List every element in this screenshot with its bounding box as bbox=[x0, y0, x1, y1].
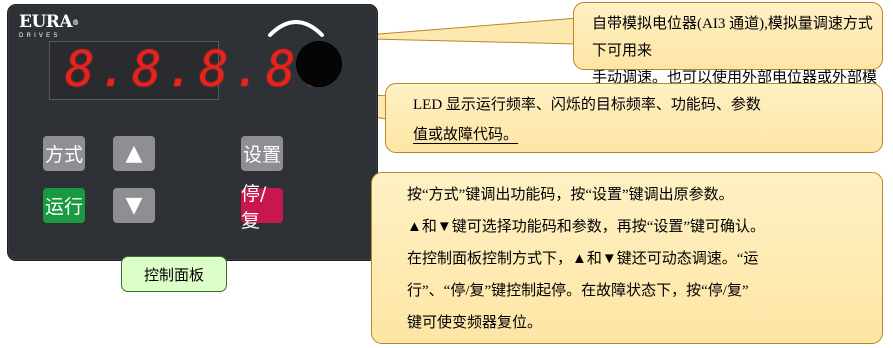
led-callout-line: LED 显示运行频率、闪烁的目标频率、功能码、参数 bbox=[413, 97, 761, 113]
logo-text: EURA bbox=[19, 12, 73, 32]
eura-logo: EURA® DRIVES bbox=[19, 14, 79, 40]
potentiometer-knob[interactable] bbox=[297, 42, 341, 86]
led-callout-line: 值或故障代码。 bbox=[413, 127, 519, 143]
control-panel: EURA® DRIVES 8.8.8.8. 方式 ▲ 设置 运行 ▼ 停/复 bbox=[7, 4, 378, 261]
keys-callout-line: ▲和▼键可选择功能码和参数，再按“设置”键可确认。 bbox=[407, 219, 766, 235]
keys-callout-line: 行”、“停/复”键控制起停。在故障状态下，按“停/复” bbox=[407, 283, 749, 299]
knob-arc-icon bbox=[268, 20, 324, 37]
set-key[interactable]: 设置 bbox=[241, 136, 283, 171]
keys-callout-line: 在控制面板控制方式下，▲和▼键还可动态调速。“运 bbox=[407, 251, 759, 267]
panel-label-text: 控制面板 bbox=[143, 267, 204, 284]
up-key[interactable]: ▲ bbox=[113, 136, 155, 171]
logo-registered-mark: ® bbox=[72, 18, 79, 27]
potentiometer-callout-line: 自带模拟电位器(AI3 通道),模拟量调速方式下可用来 bbox=[592, 16, 873, 59]
potentiometer-callout: 自带模拟电位器(AI3 通道),模拟量调速方式下可用来 手动调速。也可以使用外部… bbox=[573, 2, 883, 113]
mode-key[interactable]: 方式 bbox=[43, 136, 85, 171]
led-digits: 8.8.8.8. bbox=[65, 41, 334, 98]
stop-reset-key[interactable]: 停/复 bbox=[241, 183, 283, 232]
run-key[interactable]: 运行 bbox=[43, 188, 85, 223]
logo-subtitle: DRIVES bbox=[19, 33, 61, 39]
led-display: 8.8.8.8. bbox=[49, 41, 329, 100]
keys-callout: 按“方式”键调出功能码，按“设置”键调出原参数。 ▲和▼键可选择功能码和参数，再… bbox=[371, 172, 883, 344]
panel-label-callout: 控制面板 bbox=[121, 256, 227, 292]
keys-callout-line: 按“方式”键调出功能码，按“设置”键调出原参数。 bbox=[407, 187, 734, 203]
down-key[interactable]: ▼ bbox=[113, 188, 155, 223]
led-callout: LED 显示运行频率、闪烁的目标频率、功能码、参数 值或故障代码。 bbox=[385, 83, 883, 153]
keys-callout-line: 键可使变频器复位。 bbox=[407, 315, 543, 331]
